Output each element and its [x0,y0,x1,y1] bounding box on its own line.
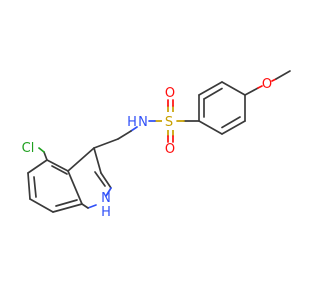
ethyl-linker [93,126,138,149]
hydrogen-amide-label: H [127,115,137,130]
atom-labels: S O O O H N Cl N H [22,77,272,220]
methoxy-group [244,70,291,96]
oxygen-methoxy-label: O [262,77,272,92]
methoxyphenyl-ring [198,81,246,135]
sulfonyl-group [148,99,200,143]
indole-ring [27,147,112,213]
hydrogen-indole-label: H [101,205,111,220]
oxygen-bottom-label: O [165,142,175,157]
chlorine-atom-label: Cl [22,141,35,156]
sulfur-atom-label: S [165,115,173,130]
nitrogen-amide-label: N [138,115,148,130]
molecule-structure: S O O O H N Cl N H [22,70,291,220]
oxygen-top-label: O [165,86,175,101]
nitrogen-indole-label: N [101,191,111,206]
structure-canvas: S O O O H N Cl N H [22,70,291,220]
